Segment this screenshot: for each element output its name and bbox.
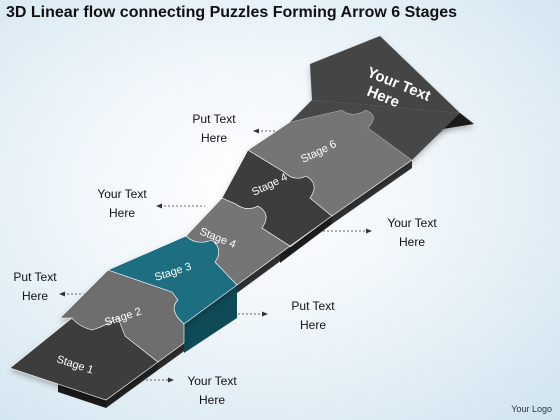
callout-line1: Put Text — [13, 270, 57, 284]
callout-stage-2: Put Text Here — [4, 268, 66, 306]
callout-line2: Here — [200, 131, 227, 145]
callout-stage-1: Your Text Here — [172, 372, 252, 410]
side-face-1b — [106, 362, 158, 408]
callout-stage-5: Your Text Here — [82, 185, 162, 223]
arrowhead-2 — [59, 291, 65, 297]
connector-arrowheads — [59, 128, 372, 383]
logo-text: Your Logo — [511, 404, 552, 414]
callout-line1: Put Text — [291, 299, 335, 313]
side-face-5 — [280, 216, 332, 263]
callout-stage-4: Your Text Here — [370, 214, 454, 252]
side-face-6 — [332, 160, 412, 224]
arrowhead-3 — [262, 311, 268, 317]
arrowhead-6 — [253, 128, 259, 134]
arrowhead-1 — [168, 377, 174, 383]
side-face-4 — [237, 246, 290, 293]
callout-line2: Here — [198, 393, 225, 407]
diagram-title: 3D Linear flow connecting Puzzles Formin… — [6, 4, 458, 21]
callout-line2: Here — [21, 289, 48, 303]
callout-stage-3: Put Text Here — [276, 297, 350, 335]
callout-line2: Here — [299, 318, 326, 332]
side-face-1 — [58, 384, 106, 408]
callout-stage-6: Put Text Here — [178, 110, 250, 148]
arrowhead-4 — [366, 228, 372, 234]
callout-line1: Your Text — [187, 374, 237, 388]
callout-line1: Your Text — [387, 216, 437, 230]
callout-line2: Here — [108, 206, 135, 220]
callout-line1: Put Text — [192, 112, 236, 126]
arrowhead-5 — [156, 203, 162, 209]
puzzle-pieces — [9, 100, 460, 401]
side-face-3 — [184, 285, 237, 353]
callout-line2: Here — [398, 235, 425, 249]
callout-line1: Your Text — [97, 187, 147, 201]
arrow-shaft-top — [290, 100, 460, 160]
puzzle-side-faces — [58, 160, 412, 408]
